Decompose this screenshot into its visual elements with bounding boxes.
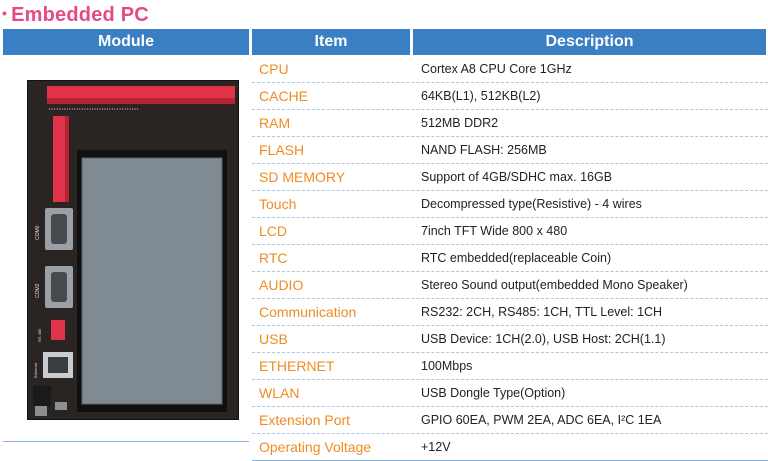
svg-text:• • • • • • • • • • • • • • •: • • • • • • • • • • • • • • • • • • • • … <box>49 106 139 111</box>
item-cell: RTC <box>259 250 288 266</box>
header-item: Item <box>252 29 410 55</box>
embedded-pc-board-image: • • • • • • • • • • • • • • • • • • • • … <box>27 80 239 420</box>
description-cell: USB Device: 1CH(2.0), USB Host: 2CH(1.1) <box>421 332 666 346</box>
usb-ports <box>33 386 67 416</box>
title-bullet: • <box>2 5 8 21</box>
ethernet-label: Ethernet <box>33 362 38 378</box>
item-cell: CACHE <box>259 88 309 104</box>
item-cell: USB <box>259 331 288 347</box>
com2-label: COM2 <box>35 283 41 298</box>
table-row: Touch Decompressed type(Resistive) - 4 wi… <box>252 191 768 218</box>
item-cell: RAM <box>259 115 291 131</box>
table-row: USB USB Device: 1CH(2.0), USB Host: 2CH(1… <box>252 326 768 353</box>
table-row: LCD 7inch TFT Wide 800 x 480 <box>252 218 768 245</box>
section-title: •Embedded PC <box>2 0 149 26</box>
module-image-cell: • • • • • • • • • • • • • • • • • • • • … <box>3 58 249 442</box>
description-cell: NAND FLASH: 256MB <box>421 143 547 157</box>
table-row: RTC RTC embedded(replaceable Coin) <box>252 245 768 272</box>
table-row: ETHERNET 100Mbps <box>252 353 768 380</box>
table-row: Extension Port GPIO 60EA, PWM 2EA, ADC 6E… <box>252 407 768 434</box>
table-row: AUDIO Stereo Sound output(embedded Mono S… <box>252 272 768 299</box>
description-cell: RTC embedded(replaceable Coin) <box>421 251 612 265</box>
item-cell: Communication <box>259 304 357 320</box>
item-cell: AUDIO <box>259 277 304 293</box>
description-cell: 64KB(L1), 512KB(L2) <box>421 89 541 103</box>
item-cell: Operating Voltage <box>259 439 372 455</box>
description-cell: Cortex A8 CPU Core 1GHz <box>421 62 572 76</box>
ethernet-port <box>43 352 73 378</box>
description-cell: GPIO 60EA, PWM 2EA, ADC 6EA, I²C 1EA <box>421 413 662 427</box>
com0-serial-port <box>45 208 73 250</box>
table-row: CPU Cortex A8 CPU Core 1GHz <box>252 56 768 83</box>
item-cell: WLAN <box>259 385 300 401</box>
description-cell: 100Mbps <box>421 359 473 373</box>
description-cell: +12V <box>421 440 451 454</box>
description-cell: USB Dongle Type(Option) <box>421 386 566 400</box>
header-description: Description <box>413 29 766 55</box>
item-cell: FLASH <box>259 142 305 158</box>
item-cell: SD MEMORY <box>259 169 346 185</box>
rs485-label: RS 485 <box>37 328 42 342</box>
description-cell: 512MB DDR2 <box>421 116 499 130</box>
description-cell: 7inch TFT Wide 800 x 480 <box>421 224 568 238</box>
table-row: Communication RS232: 2CH, RS485: 1CH, TTL… <box>252 299 768 326</box>
table-row: FLASH NAND FLASH: 256MB <box>252 137 768 164</box>
section-title-text: Embedded PC <box>11 4 149 26</box>
table-row: SD MEMORY Support of 4GB/SDHC max. 16GB <box>252 164 768 191</box>
item-cell: ETHERNET <box>259 358 335 374</box>
header-module: Module <box>3 29 249 55</box>
item-cell: Extension Port <box>259 412 351 428</box>
table-row: CACHE 64KB(L1), 512KB(L2) <box>252 83 768 110</box>
top-gpio-connector <box>47 86 235 104</box>
left-gpio-connector <box>53 116 69 202</box>
top-connector-pins: • • • • • • • • • • • • • • • • • • • • … <box>49 106 139 111</box>
lcd-screen <box>82 158 222 404</box>
table-row: RAM 512MB DDR2 <box>252 110 768 137</box>
item-cell: CPU <box>259 61 289 77</box>
com0-label: COM0 <box>35 225 41 240</box>
rs485-connector <box>51 320 65 340</box>
table-row: WLAN USB Dongle Type(Option) <box>252 380 768 407</box>
description-cell: RS232: 2CH, RS485: 1CH, TTL Level: 1CH <box>421 305 663 319</box>
item-cell: LCD <box>259 223 288 239</box>
description-cell: Support of 4GB/SDHC max. 16GB <box>421 170 613 184</box>
com2-serial-port <box>45 266 73 308</box>
description-cell: Decompressed type(Resistive) - 4 wires <box>421 197 642 211</box>
description-cell: Stereo Sound output(embedded Mono Speake… <box>421 278 688 292</box>
item-cell: Touch <box>259 196 297 212</box>
